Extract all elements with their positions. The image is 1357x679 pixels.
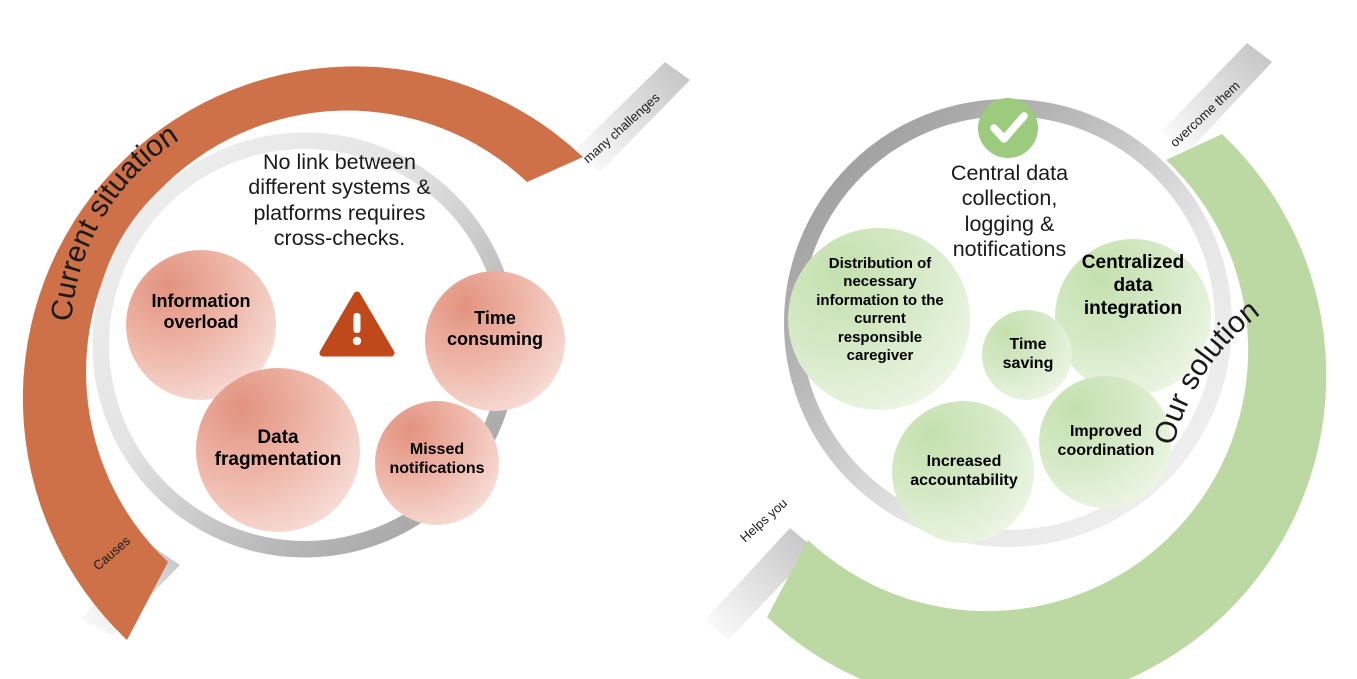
bubble-distribution-information[interactable] [788,228,970,410]
bubble-line: data [1113,275,1153,297]
bubble-line: Centralized [1081,252,1185,273]
headline-our-solution: Central data collection, logging & notif… [902,161,1117,262]
arc-our-solution [767,134,1327,679]
bubble-improved-coordination[interactable] [1039,376,1171,508]
headline-line: Central data collection, [950,161,1069,211]
ribbon-tail-helps-you [705,528,815,640]
bubble-line: accountability [910,471,1018,489]
ribbon-tail-many-challenges [575,62,690,172]
headline-current-situation: No link between different systems & plat… [222,150,457,251]
headline-line: No link between [263,150,416,174]
bubble-line: fragmentation [214,449,342,471]
bubble-line: consuming [446,329,543,350]
bubble-label-distribution-information: Distribution of necessary information to… [794,255,966,366]
bubble-line: Time [1009,336,1047,353]
bubble-label-increased-accountability: Increased accountability [889,453,1039,491]
bubble-line: Increased [926,453,1002,470]
headline-line: different systems & [248,175,431,200]
bubble-data-fragmentation[interactable] [196,368,360,532]
ribbon-tail-overcome-them [1162,43,1272,152]
check-circle-icon [978,98,1038,158]
bubble-label-information-overload: Information overload [121,291,281,333]
bubble-line: responsible [837,328,923,346]
headline-line: logging & [964,211,1055,236]
bubble-line: Time [474,308,516,328]
bubble-line: saving [1002,354,1054,372]
bubble-line: Improved [1069,423,1142,440]
bubble-label-missed-notifications: Missed notifications [372,441,502,479]
bubble-time-consuming[interactable] [425,271,565,411]
bubble-line: Missed [409,441,465,458]
bubble-line: caregiver [846,347,914,365]
bubble-label-data-fragmentation: Data fragmentation [188,427,368,472]
bubble-line: integration [1083,298,1183,320]
bubble-line: Data [257,427,299,448]
bubble-label-time-saving: Time saving [982,336,1074,374]
bubble-centralized-data-integration[interactable] [1055,239,1211,395]
arc-current-situation [22,66,584,640]
bubble-line: overload [163,312,239,333]
headline-line: cross-checks. [273,226,406,251]
bubble-label-centralized-data-integration: Centralized data integration [1055,251,1211,321]
bubble-label-time-consuming: Time consuming [420,308,570,350]
headline-line: notifications [952,237,1067,262]
bubble-line: Information [151,291,251,311]
bubble-line: necessary [843,273,917,291]
bubble-information-overload[interactable] [126,250,276,400]
bubble-line: information to the [816,291,944,309]
bubble-line: notifications [389,459,485,477]
bubble-increased-accountability[interactable] [892,401,1034,543]
panel-our-solution: Our solution [705,43,1327,679]
bubble-line: Distribution of [828,255,932,272]
bubble-line: coordination [1057,441,1155,459]
headline-line: platforms requires [253,200,426,225]
bubble-time-saving[interactable] [982,310,1072,400]
panel-current-situation: Current situation [22,62,690,640]
bubble-missed-notifications[interactable] [375,401,499,525]
bubble-label-improved-coordination: Improved coordination [1036,423,1176,461]
warning-triangle-icon [319,291,395,357]
bubble-line: current [854,310,906,328]
